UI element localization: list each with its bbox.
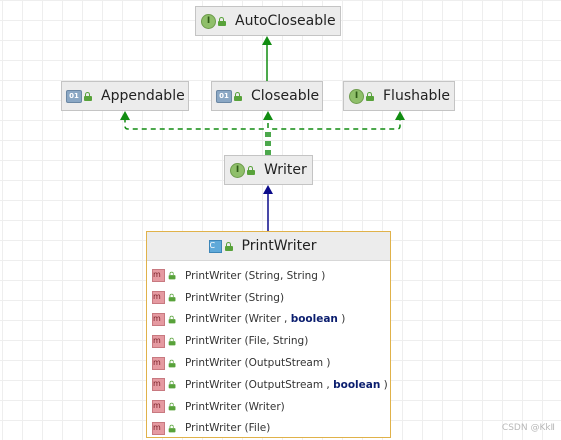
method-icon: m <box>152 291 165 305</box>
constructor-item[interactable]: m PrintWriter (String) <box>147 287 390 309</box>
signature-token: PrintWriter (Writer) <box>185 400 285 413</box>
public-lock-icon <box>168 402 177 411</box>
node-label: Writer <box>264 162 307 178</box>
constructor-signature: PrintWriter (String, String ) <box>185 270 325 282</box>
annotated-interface-icon: 01 <box>216 89 232 103</box>
public-lock-icon <box>168 272 177 280</box>
writer-to-appendable-edge <box>124 120 267 155</box>
watermark: CSDN @KkⅡ <box>501 423 555 433</box>
public-lock-icon <box>247 165 256 175</box>
signature-token: PrintWriter (OutputStream ) <box>185 357 331 370</box>
annotated-interface-icon: 01 <box>66 89 82 103</box>
appendable-interface-node[interactable]: 01 Appendable <box>61 81 189 111</box>
node-label: Appendable <box>101 88 185 104</box>
keyword-token: boolean <box>290 313 338 326</box>
arrowhead <box>120 111 130 120</box>
public-lock-icon <box>168 315 177 324</box>
constructor-signature: PrintWriter (File) <box>185 422 270 434</box>
closeable-interface-node[interactable]: 01 Closeable <box>211 81 323 111</box>
signature-token: PrintWriter (File, String) <box>185 335 309 348</box>
printwriter-class-node[interactable]: C PrintWriter m PrintWriter (String, Stri… <box>146 231 391 438</box>
interface-icon: I <box>230 162 245 178</box>
class-title: PrintWriter <box>241 238 317 254</box>
public-lock-icon <box>168 381 177 389</box>
constructor-signature: PrintWriter (Writer) <box>185 401 285 413</box>
constructor-signature: PrintWriter (Writer , boolean ) <box>185 313 345 325</box>
constructor-item[interactable]: m PrintWriter (Writer , boolean ) <box>147 309 390 331</box>
node-label: Closeable <box>251 88 320 104</box>
constructor-signature: PrintWriter (OutputStream ) <box>185 357 331 369</box>
public-lock-icon <box>224 241 234 251</box>
public-lock-icon <box>168 293 177 302</box>
signature-token: ) <box>337 313 346 326</box>
method-icon: m <box>152 334 165 348</box>
signature-token: PrintWriter (String, String ) <box>185 269 326 282</box>
method-icon: m <box>152 269 165 283</box>
arrowhead <box>263 111 273 120</box>
writer-to-flushable-edge <box>269 120 401 155</box>
public-lock-icon <box>366 91 375 101</box>
public-lock-icon <box>168 424 177 433</box>
signature-token: ) <box>380 378 388 391</box>
writer-node[interactable]: I Writer <box>224 155 313 185</box>
signature-token: PrintWriter (File) <box>185 422 271 435</box>
method-icon: m <box>152 312 165 326</box>
public-lock-icon <box>168 359 177 367</box>
arrowhead <box>395 111 405 120</box>
node-label: Flushable <box>383 88 450 104</box>
arrowhead <box>262 36 272 45</box>
public-lock-icon <box>168 337 177 346</box>
autocloseable-interface-node[interactable]: I AutoCloseable <box>195 6 341 36</box>
constructor-signature: PrintWriter (String) <box>185 292 284 304</box>
flushable-interface-node[interactable]: I Flushable <box>343 81 455 111</box>
keyword-token: boolean <box>333 378 381 391</box>
constructor-item[interactable]: m PrintWriter (File) <box>147 418 390 440</box>
class-icon: C <box>208 239 222 253</box>
arrowhead <box>263 185 273 194</box>
constructor-item[interactable]: m PrintWriter (Writer) <box>147 396 390 418</box>
signature-token: PrintWriter (Writer , <box>185 313 291 326</box>
method-icon: m <box>152 378 165 392</box>
constructor-item[interactable]: m PrintWriter (String, String ) <box>147 265 390 287</box>
constructor-signature: PrintWriter (File, String) <box>185 335 308 347</box>
node-label: AutoCloseable <box>235 13 336 29</box>
constructor-item[interactable]: m PrintWriter (OutputStream ) <box>147 352 390 374</box>
constructor-signature: PrintWriter (OutputStream , boolean ) <box>185 379 388 391</box>
public-lock-icon <box>84 91 93 101</box>
method-icon: m <box>152 356 165 370</box>
public-lock-icon <box>218 16 227 26</box>
constructor-item[interactable]: m PrintWriter (OutputStream , boolean ) <box>147 374 390 396</box>
signature-token: PrintWriter (OutputStream , <box>185 378 334 391</box>
method-icon: m <box>152 421 165 435</box>
interface-icon: I <box>349 88 364 104</box>
class-header: C PrintWriter <box>147 232 390 261</box>
method-icon: m <box>152 400 165 414</box>
interface-icon: I <box>201 13 216 29</box>
constructor-item[interactable]: m PrintWriter (File, String) <box>147 330 390 352</box>
public-lock-icon <box>234 91 243 101</box>
signature-token: PrintWriter (String) <box>185 291 285 304</box>
